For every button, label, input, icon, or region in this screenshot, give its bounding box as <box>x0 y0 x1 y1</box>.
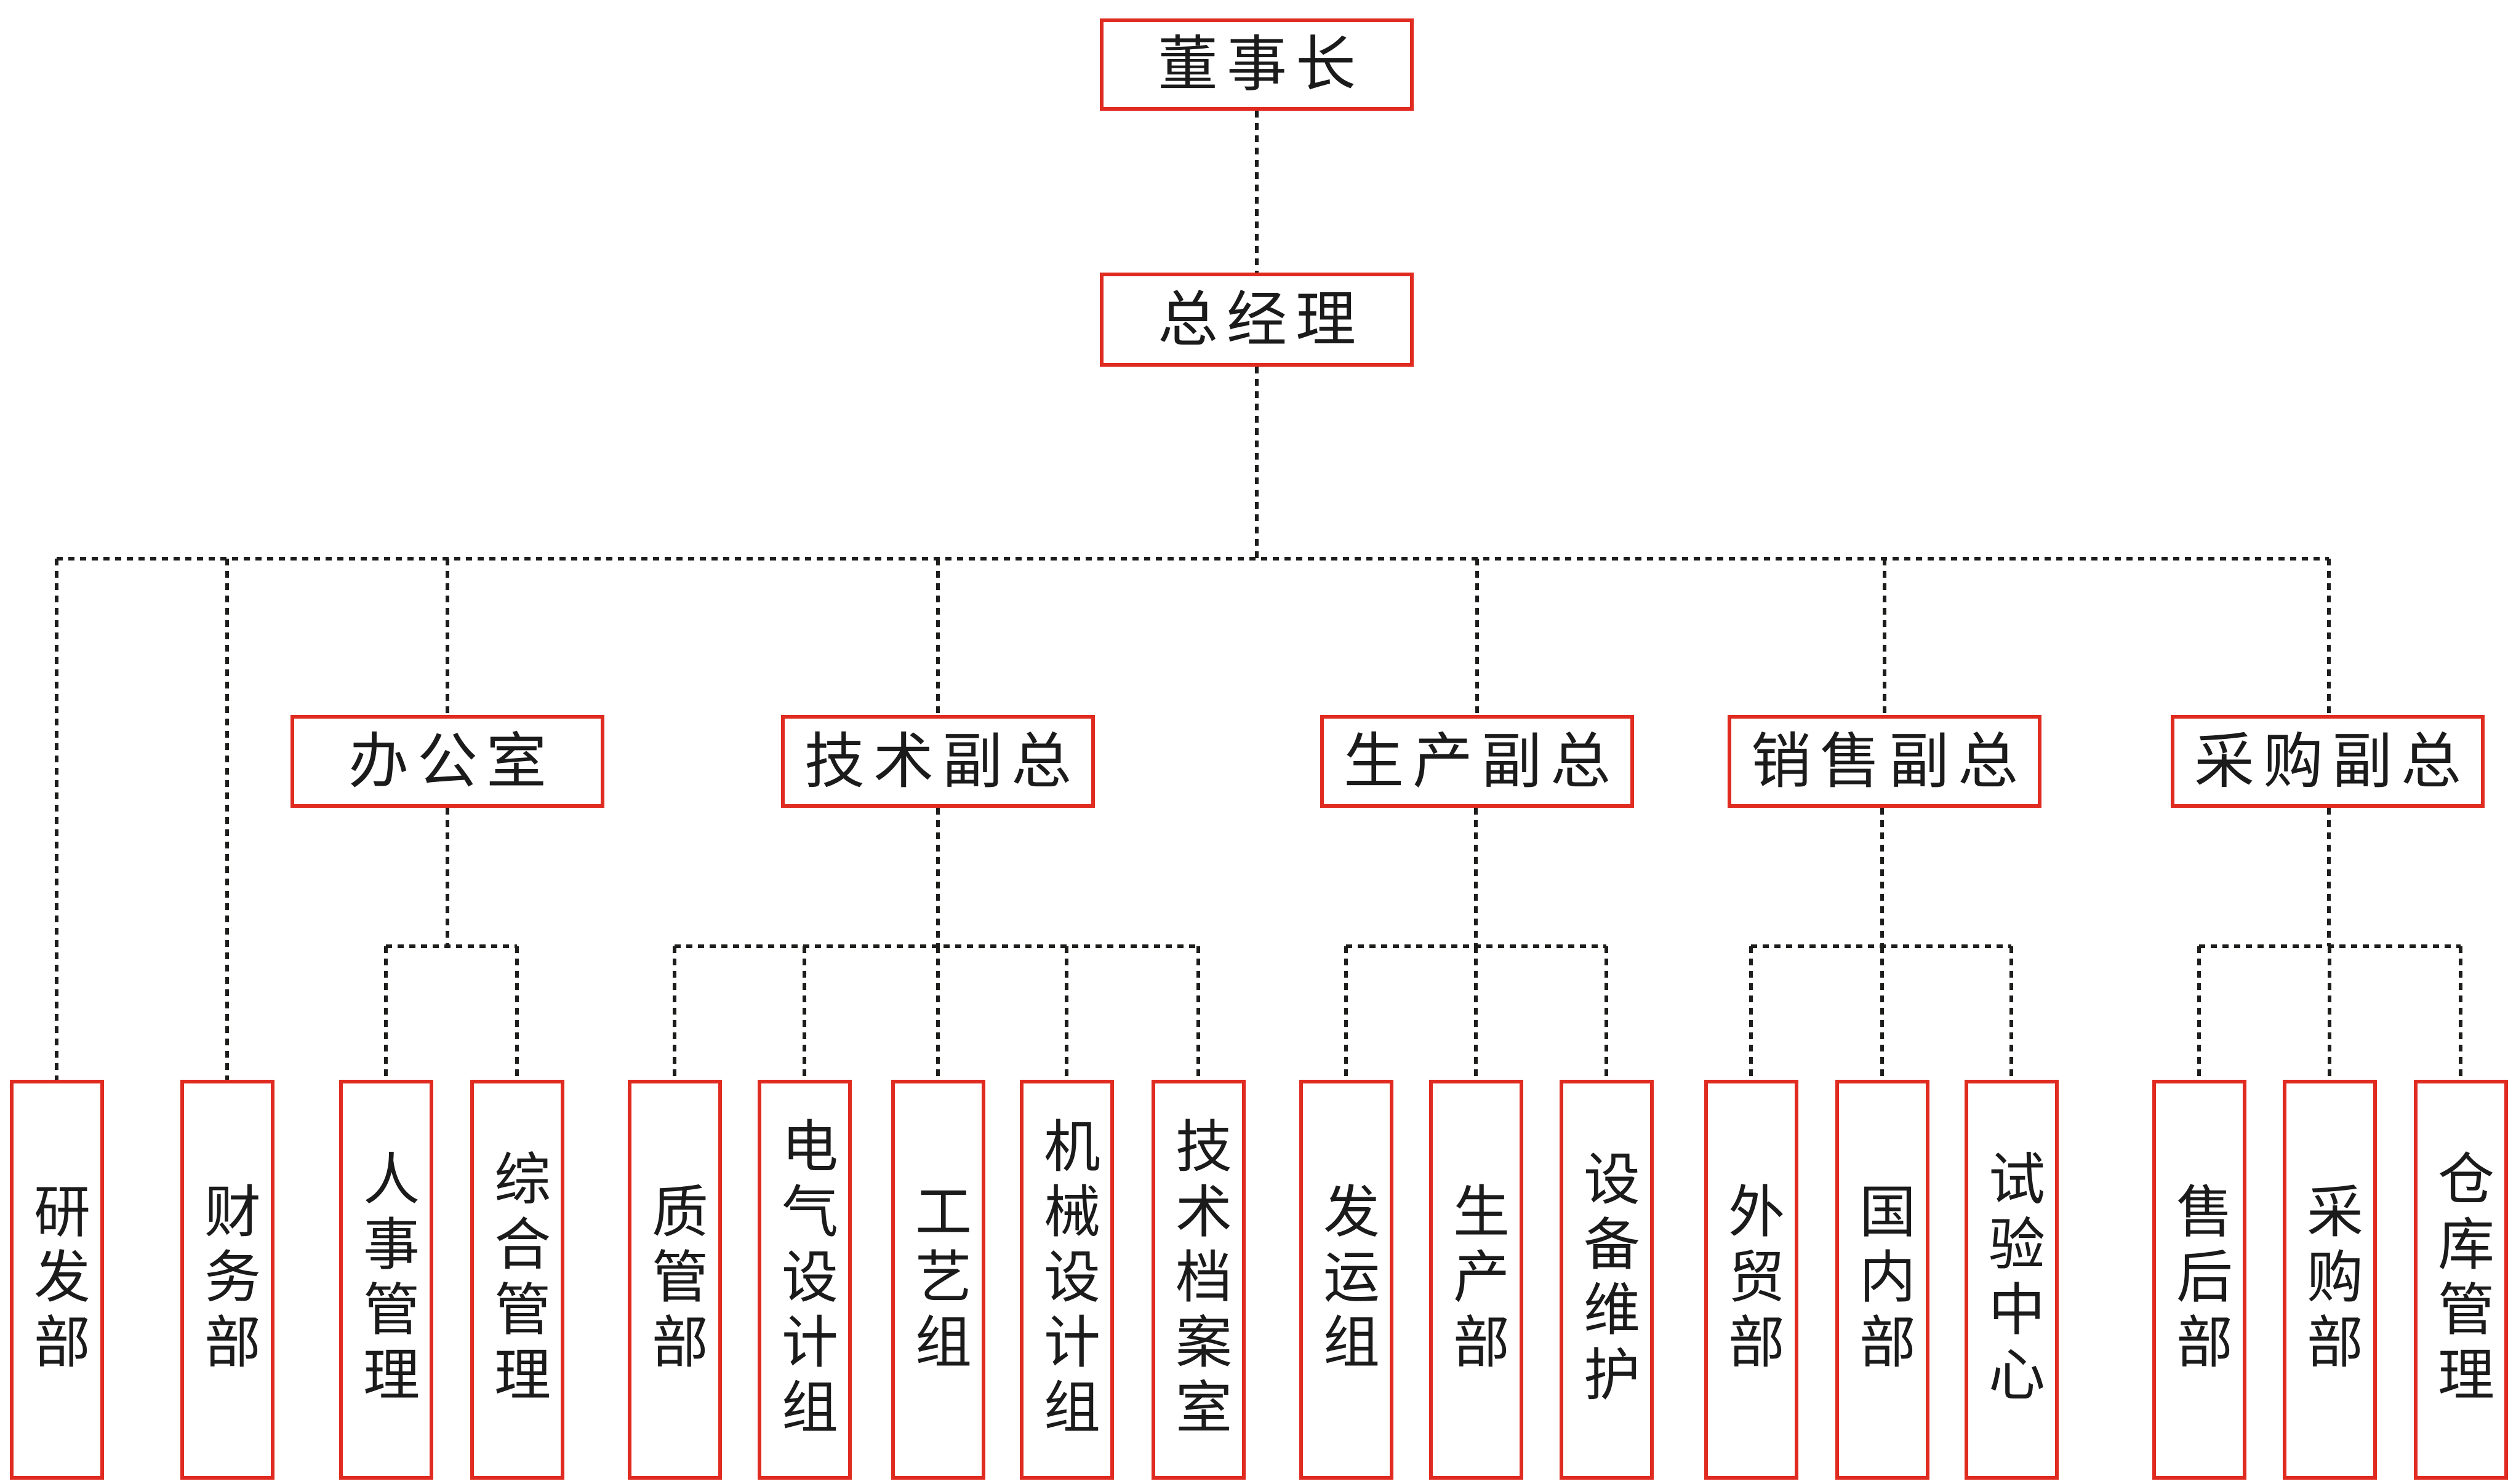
node-domestic-dept-label: 国内部 <box>1849 1182 1916 1378</box>
node-office: 办公室 <box>290 715 604 808</box>
connector-drop-mechanical-design <box>1065 946 1068 1080</box>
connector-drop-sales-vp <box>1883 559 1886 715</box>
node-equipment-maint-label: 设备维护 <box>1574 1149 1640 1410</box>
node-warehouse-mgmt-label: 仓库管理 <box>2428 1149 2494 1410</box>
node-production-dept: 生产部 <box>1429 1080 1523 1480</box>
connector-drop-foreign-trade-dept <box>1749 946 1753 1080</box>
node-purchasing-dept: 采购部 <box>2283 1080 2377 1480</box>
node-finance-dept: 财务部 <box>180 1080 274 1480</box>
node-general-manager: 总经理 <box>1100 273 1414 367</box>
connector-riser-office <box>446 808 449 946</box>
node-domestic-dept: 国内部 <box>1835 1080 1929 1480</box>
connector-riser-sales-vp <box>1880 808 1884 946</box>
connector-drop-domestic-dept <box>1880 946 1884 1080</box>
node-hr-mgmt-label: 人事管理 <box>353 1149 420 1410</box>
node-after-sales-dept-label: 售后部 <box>2166 1182 2233 1378</box>
node-production-dept-label: 生产部 <box>1443 1182 1510 1378</box>
node-rd-dept-label: 研发部 <box>24 1182 90 1378</box>
node-office-label: 办公室 <box>348 726 555 797</box>
connector-drop-general-mgmt <box>515 946 519 1080</box>
connector-drop-hr-mgmt <box>384 946 388 1080</box>
connector-drop-tech-archives <box>1196 946 1200 1080</box>
node-tech-vp: 技术副总 <box>781 715 1095 808</box>
node-finance-dept-label: 财务部 <box>194 1182 261 1378</box>
node-sales-vp-label: 销售副总 <box>1750 726 2027 797</box>
connector-drop-office <box>446 559 449 715</box>
connector-riser-purchasing-vp <box>2327 808 2331 946</box>
node-test-center-label: 试验中心 <box>1979 1149 2045 1410</box>
node-general-mgmt-label: 综合管理 <box>484 1149 551 1410</box>
connector-drop-production-vp <box>1475 559 1479 715</box>
node-foreign-trade-dept: 外贸部 <box>1704 1080 1798 1480</box>
connector-drop-warehouse-mgmt <box>2459 946 2462 1080</box>
connector-drop-after-sales-dept <box>2197 946 2201 1080</box>
connector-gm-trunk <box>1255 367 1259 559</box>
node-process-group: 工艺组 <box>891 1080 985 1480</box>
node-electrical-design-label: 电气设计组 <box>772 1117 838 1443</box>
connector-drop-rd-dept <box>55 559 58 1080</box>
node-after-sales-dept: 售后部 <box>2152 1080 2246 1480</box>
node-foreign-trade-dept-label: 外贸部 <box>1718 1182 1785 1378</box>
node-mechanical-design-label: 机械设计组 <box>1034 1117 1100 1443</box>
connector-trunk-line <box>57 557 2329 560</box>
node-quality-dept-label: 质管部 <box>642 1182 708 1378</box>
connector-drop-tech-vp <box>936 559 940 715</box>
node-test-center: 试验中心 <box>1965 1080 2059 1480</box>
connector-drop-process-group <box>936 946 940 1080</box>
node-equipment-maint: 设备维护 <box>1560 1080 1654 1480</box>
node-tech-archives: 技术档案室 <box>1152 1080 1246 1480</box>
node-tech-archives-label: 技术档案室 <box>1166 1117 1232 1443</box>
node-shipping-group: 发运组 <box>1299 1080 1393 1480</box>
node-purchasing-vp: 采购副总 <box>2171 715 2485 808</box>
node-general-mgmt: 综合管理 <box>470 1080 564 1480</box>
node-shipping-group-label: 发运组 <box>1313 1182 1380 1378</box>
node-sales-vp: 销售副总 <box>1728 715 2041 808</box>
connector-drop-equipment-maint <box>1605 946 1608 1080</box>
connector-riser-tech-vp <box>936 808 940 946</box>
node-quality-dept: 质管部 <box>628 1080 722 1480</box>
node-general-manager-label: 总经理 <box>1157 284 1364 355</box>
node-hr-mgmt: 人事管理 <box>339 1080 433 1480</box>
connector-rail-office <box>386 944 517 948</box>
connector-drop-purchasing-dept <box>2328 946 2331 1080</box>
node-production-vp: 生产副总 <box>1320 715 1634 808</box>
node-chairman: 董事长 <box>1100 18 1414 111</box>
node-process-group-label: 工艺组 <box>905 1182 972 1378</box>
node-purchasing-dept-label: 采购部 <box>2297 1182 2363 1378</box>
connector-drop-production-dept <box>1474 946 1478 1080</box>
node-warehouse-mgmt: 仓库管理 <box>2414 1080 2508 1480</box>
connector-riser-production-vp <box>1474 808 1478 946</box>
node-mechanical-design: 机械设计组 <box>1020 1080 1114 1480</box>
node-production-vp-label: 生产副总 <box>1343 726 1619 797</box>
node-chairman-label: 董事长 <box>1157 30 1364 100</box>
connector-drop-quality-dept <box>673 946 676 1080</box>
node-rd-dept: 研发部 <box>10 1080 104 1480</box>
connector-drop-test-center <box>2009 946 2013 1080</box>
connector-drop-shipping-group <box>1344 946 1348 1080</box>
node-tech-vp-label: 技术副总 <box>804 726 1080 797</box>
connector-drop-purchasing-vp <box>2327 559 2331 715</box>
connector-chairman-gm <box>1255 111 1259 273</box>
node-electrical-design: 电气设计组 <box>758 1080 852 1480</box>
connector-drop-finance-dept <box>225 559 229 1080</box>
connector-drop-electrical-design <box>803 946 806 1080</box>
node-purchasing-vp-label: 采购副总 <box>2193 726 2470 797</box>
